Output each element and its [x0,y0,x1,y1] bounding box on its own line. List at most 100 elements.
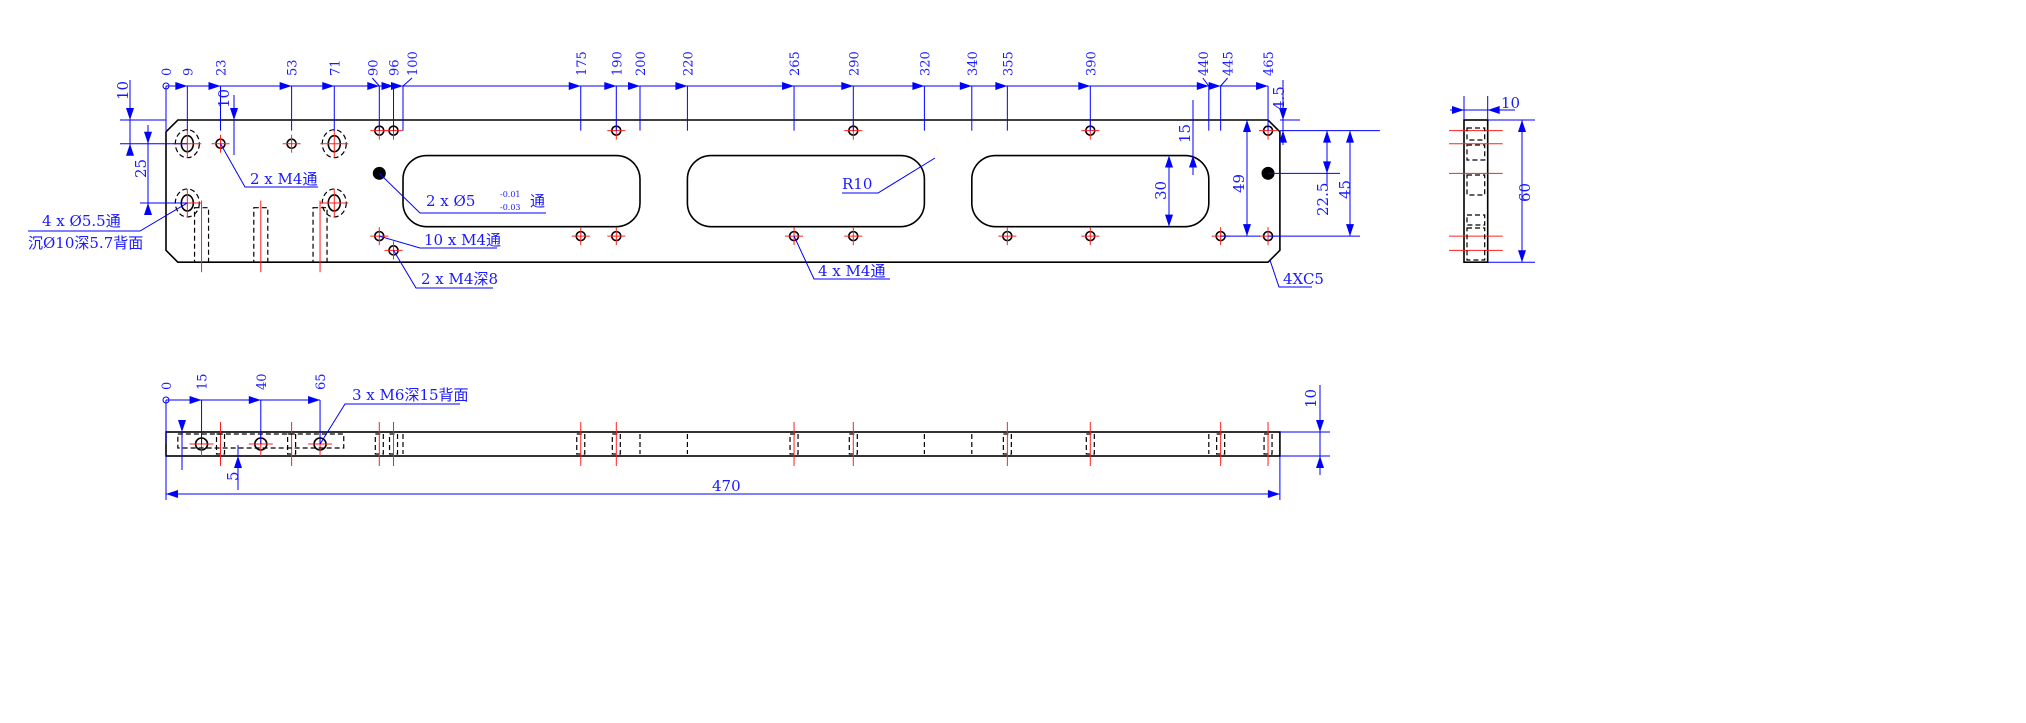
leader-counterbore [28,202,188,232]
dim-chamfer-offset: 4.5 [1270,86,1288,110]
dim-label-0: 0 [160,68,175,76]
dimension-arrow [604,82,617,90]
dim-label-71: 71 [328,59,343,76]
leader-chamfer [1269,260,1312,288]
dimension-arrow [381,82,394,90]
dimension-arrow [367,82,380,90]
dimension-arrow [1189,155,1197,168]
dimension-arrow [628,82,640,90]
dimension-arrow [1243,120,1251,132]
extension-line [1220,77,1229,87]
dim-label-445: 445 [1222,51,1237,76]
dimension-arrow [959,82,972,90]
hidden-feature [1466,174,1486,196]
leader-m4-four [793,235,890,280]
dimension-arrow [248,396,261,404]
dim-hole-spacing: 45 [1336,180,1354,199]
dimension-arrow [175,82,188,90]
dimension-arrow [1346,224,1354,237]
dimension-arrow [568,82,581,90]
dimension-arrow [208,82,221,90]
front-view-outline [165,431,1281,457]
dimension-arrow [1208,82,1221,90]
dimension-arrow [1323,130,1331,143]
dim-label-96: 96 [388,59,403,76]
leader-m4-two [220,143,318,188]
dim-label-265: 265 [788,51,803,76]
dimension-arrow [1279,130,1287,143]
dimension-arrow [178,420,186,432]
dim-label-440: 440 [1197,51,1212,76]
dimension-arrow [279,82,292,90]
dimension-arrow [1316,420,1324,432]
dimension-arrow [166,490,178,498]
callout-m4-four: 4 x M4通 [818,262,885,280]
plate-outline [165,119,1281,263]
callout-m4-ten: 10 x M4通 [424,231,501,249]
front-tap-offset: 5 [224,471,242,481]
dim-label-190: 190 [610,51,625,76]
dim-label-340: 340 [966,51,981,76]
dimension-arrow [1452,106,1464,114]
hidden-feature [1466,214,1486,226]
dim-inner-offset: 10 [215,89,233,108]
extension-line [371,77,380,87]
callout-counterbore-2: 沉Ø10深5.7背面 [28,234,143,252]
dim-label-355: 355 [1001,51,1016,76]
dimension-arrow [1196,82,1209,90]
dimension-arrow [1279,108,1287,120]
callout-counterbore-1: 4 x Ø5.5通 [42,212,121,230]
front-dim-label-40: 40 [255,373,270,390]
slot [686,154,926,228]
dim-label-290: 290 [847,51,862,76]
dimension-arrow [144,131,152,144]
slot-radius-label: R10 [842,175,872,193]
dim-slot-offset: 15 [1176,124,1194,143]
dim-label-175: 175 [575,51,590,76]
dimension-arrow [1078,82,1091,90]
dim-label-390: 390 [1084,51,1099,76]
callout-m6: 3 x M6深15背面 [352,386,469,404]
dimension-arrow [1165,214,1173,227]
callout-m4-depth: 2 x M4深8 [421,270,498,288]
dimension-arrow [1243,224,1251,237]
dimension-arrow [126,143,134,156]
leader-m4-depth [393,250,493,289]
extension-line [1202,77,1210,87]
hidden-feature [1466,227,1486,261]
dimension-arrow [308,396,321,404]
dim-label-90: 90 [366,59,381,76]
dimension-arrow [126,108,134,120]
dimension-arrow [1346,130,1354,143]
dimension-arrow [391,82,403,90]
dimension-arrow [675,82,688,90]
dimension-arrow [995,82,1008,90]
dim-row-spacing: 25 [132,159,150,178]
front-dim-label-15: 15 [196,373,211,390]
slot [402,154,641,228]
leader-radius [842,157,936,194]
hidden-feature [1466,127,1486,141]
callout-pin: 2 x Ø5 [426,192,475,210]
dim-label-100: 100 [406,51,421,76]
dimension-arrow [189,396,202,404]
side-height: 60 [1516,183,1534,202]
dim-label-465: 465 [1262,51,1277,76]
dimension-arrow [1323,161,1331,174]
dim-pin-offset: 22.5 [1314,183,1332,216]
dim-label-23: 23 [215,59,230,76]
callout-pin-suffix: 通 [530,192,545,210]
dimension-arrow [912,82,925,90]
dimension-arrow [144,202,152,215]
leader-pin [378,172,546,214]
callout-m4-two: 2 x M4通 [250,170,317,188]
callout-pin-tol-upper: -0.01 [500,190,521,199]
callout-chamfer: 4XC5 [1283,270,1324,288]
dim-label-53: 53 [286,59,301,76]
dimension-arrow [782,82,795,90]
dimension-arrow [1316,456,1324,468]
dim-hole-offset: 49 [1230,174,1248,193]
